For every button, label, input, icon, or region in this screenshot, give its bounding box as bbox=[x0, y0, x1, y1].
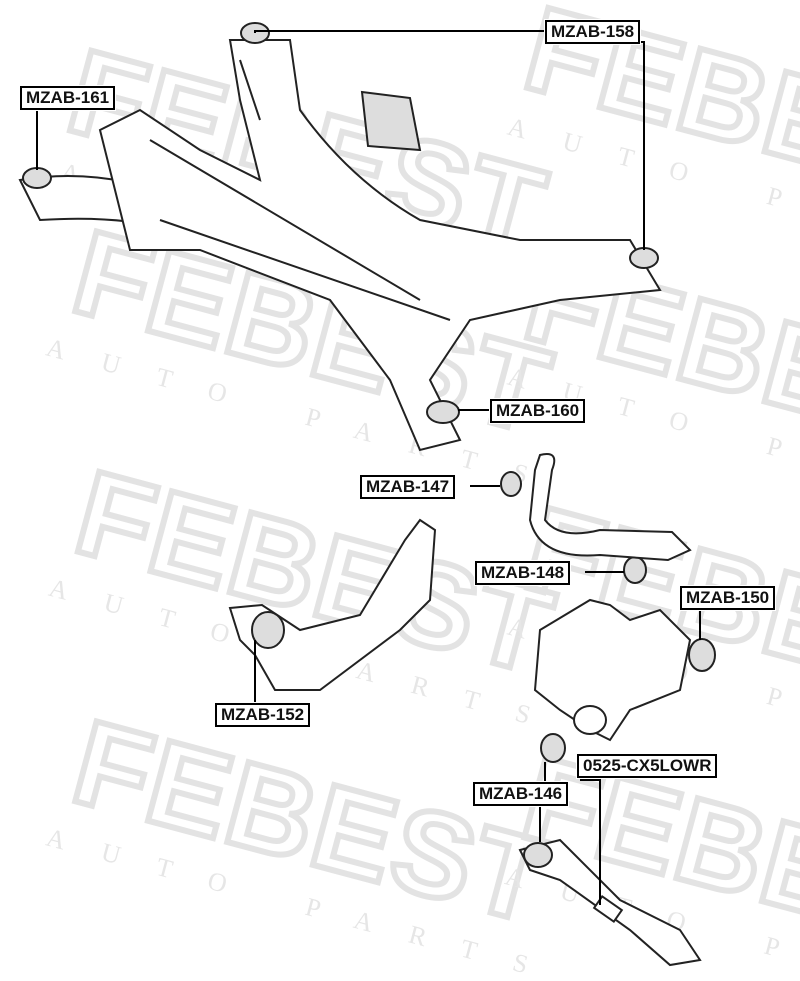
bushings bbox=[22, 22, 716, 763]
part-label-mzab-147: MZAB-147 bbox=[360, 475, 456, 499]
part-label-mzab-161: MZAB-161 bbox=[20, 86, 116, 110]
part-label-mzab-158: MZAB-158 bbox=[545, 20, 641, 44]
part-label-mzab-148: MZAB-148 bbox=[475, 561, 571, 585]
bushing-mzab-148 bbox=[623, 556, 647, 584]
bushing-mzab-158-b bbox=[629, 247, 659, 269]
lower-arm bbox=[518, 838, 702, 967]
upper-arm bbox=[528, 453, 692, 562]
part-label-mzab-160: MZAB-160 bbox=[490, 399, 586, 423]
part-label-mzab-146: MZAB-146 bbox=[473, 782, 569, 806]
subframe bbox=[18, 39, 662, 452]
knuckle bbox=[533, 598, 692, 742]
bushing-mzab-146 bbox=[540, 733, 566, 763]
part-label-mzab-152: MZAB-152 bbox=[215, 703, 311, 727]
bushing-mzab-161 bbox=[22, 167, 52, 189]
part-label-mzab-150: MZAB-150 bbox=[680, 586, 776, 610]
bushing-mzab-160 bbox=[426, 400, 460, 424]
part-label-0525-cx5lowr: 0525-CX5LOWR bbox=[577, 754, 718, 778]
bushing-mzab-150 bbox=[688, 638, 716, 672]
trailing-arm bbox=[228, 518, 437, 691]
bushing-mzab-147 bbox=[500, 471, 522, 497]
